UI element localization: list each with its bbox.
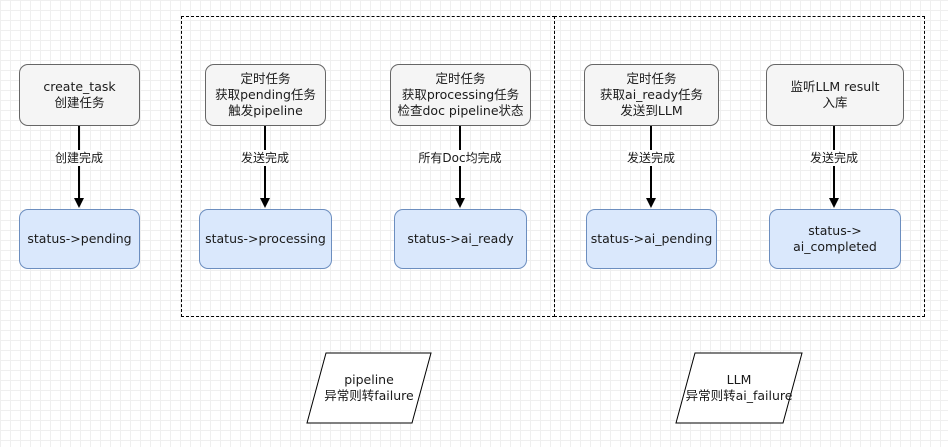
cron-ai-ready-line-3: 发送到LLM <box>620 103 683 118</box>
edge-label-all-doc-done: 所有Doc均完成 <box>418 150 502 166</box>
cron-ai-ready-line-1: 定时任务 <box>626 71 677 86</box>
status-pending-node[interactable]: status->pending <box>19 209 140 269</box>
arrowhead-create-to-pending <box>74 198 84 208</box>
pipeline-failure-line-1: pipeline <box>344 372 394 387</box>
pipeline-failure-note[interactable]: pipeline 异常则转failure <box>306 352 432 424</box>
cron-processing-line-3: 检查doc pipeline状态 <box>397 103 524 118</box>
edge-label-sent-done-1: 发送完成 <box>240 150 290 166</box>
arrowhead-cron-ai-ready-to-ai-pending <box>646 198 656 208</box>
cron-processing-node[interactable]: 定时任务 获取processing任务 检查doc pipeline状态 <box>390 64 531 126</box>
status-ai-pending-node[interactable]: status->ai_pending <box>586 209 717 269</box>
cron-pending-line-1: 定时任务 <box>240 71 291 86</box>
edge-label-create-done: 创建完成 <box>54 150 104 166</box>
listen-llm-line-2: 入库 <box>822 95 848 110</box>
listen-llm-node[interactable]: 监听LLM result 入库 <box>766 64 904 126</box>
status-ai-ready-label: status->ai_ready <box>407 231 514 246</box>
arrowhead-cron-pending-to-processing <box>260 198 270 208</box>
cron-ai-ready-line-2: 获取ai_ready任务 <box>600 87 703 102</box>
cron-pending-node[interactable]: 定时任务 获取pending任务 触发pipeline <box>205 64 326 126</box>
llm-failure-note[interactable]: LLM 异常则转ai_failure <box>675 352 803 424</box>
status-ai-completed-line-1: status-> <box>808 223 862 238</box>
status-ai-completed-node[interactable]: status-> ai_completed <box>769 209 901 269</box>
llm-stage-group <box>554 16 925 317</box>
create-task-line-2: 创建任务 <box>54 95 105 110</box>
pipeline-stage-group <box>181 16 555 317</box>
cron-processing-line-1: 定时任务 <box>435 71 486 86</box>
cron-pending-line-3: 触发pipeline <box>228 103 303 118</box>
cron-processing-line-2: 获取processing任务 <box>401 87 520 102</box>
arrowhead-cron-processing-to-ai-ready <box>455 198 465 208</box>
pipeline-failure-line-2: 异常则转failure <box>324 388 414 403</box>
edge-label-sent-done-3: 发送完成 <box>809 150 859 166</box>
listen-llm-line-1: 监听LLM result <box>790 79 880 94</box>
arrowhead-listen-llm-to-ai-completed <box>829 198 839 208</box>
cron-ai-ready-node[interactable]: 定时任务 获取ai_ready任务 发送到LLM <box>584 64 719 126</box>
status-ai-pending-label: status->ai_pending <box>590 231 713 246</box>
parallelogram-shape <box>675 352 803 424</box>
parallelogram-shape <box>306 352 432 424</box>
create-task-line-1: create_task <box>43 79 116 94</box>
status-pending-label: status->pending <box>27 231 132 246</box>
create-task-node[interactable]: create_task 创建任务 <box>19 64 140 126</box>
llm-failure-line-1: LLM <box>726 372 752 387</box>
status-processing-label: status->processing <box>205 231 326 246</box>
edge-label-sent-done-2: 发送完成 <box>626 150 676 166</box>
status-ai-ready-node[interactable]: status->ai_ready <box>394 209 527 269</box>
status-ai-completed-line-2: ai_completed <box>793 239 877 254</box>
cron-pending-line-2: 获取pending任务 <box>215 87 316 102</box>
llm-failure-line-2: 异常则转ai_failure <box>685 388 793 403</box>
status-processing-node[interactable]: status->processing <box>199 209 332 269</box>
